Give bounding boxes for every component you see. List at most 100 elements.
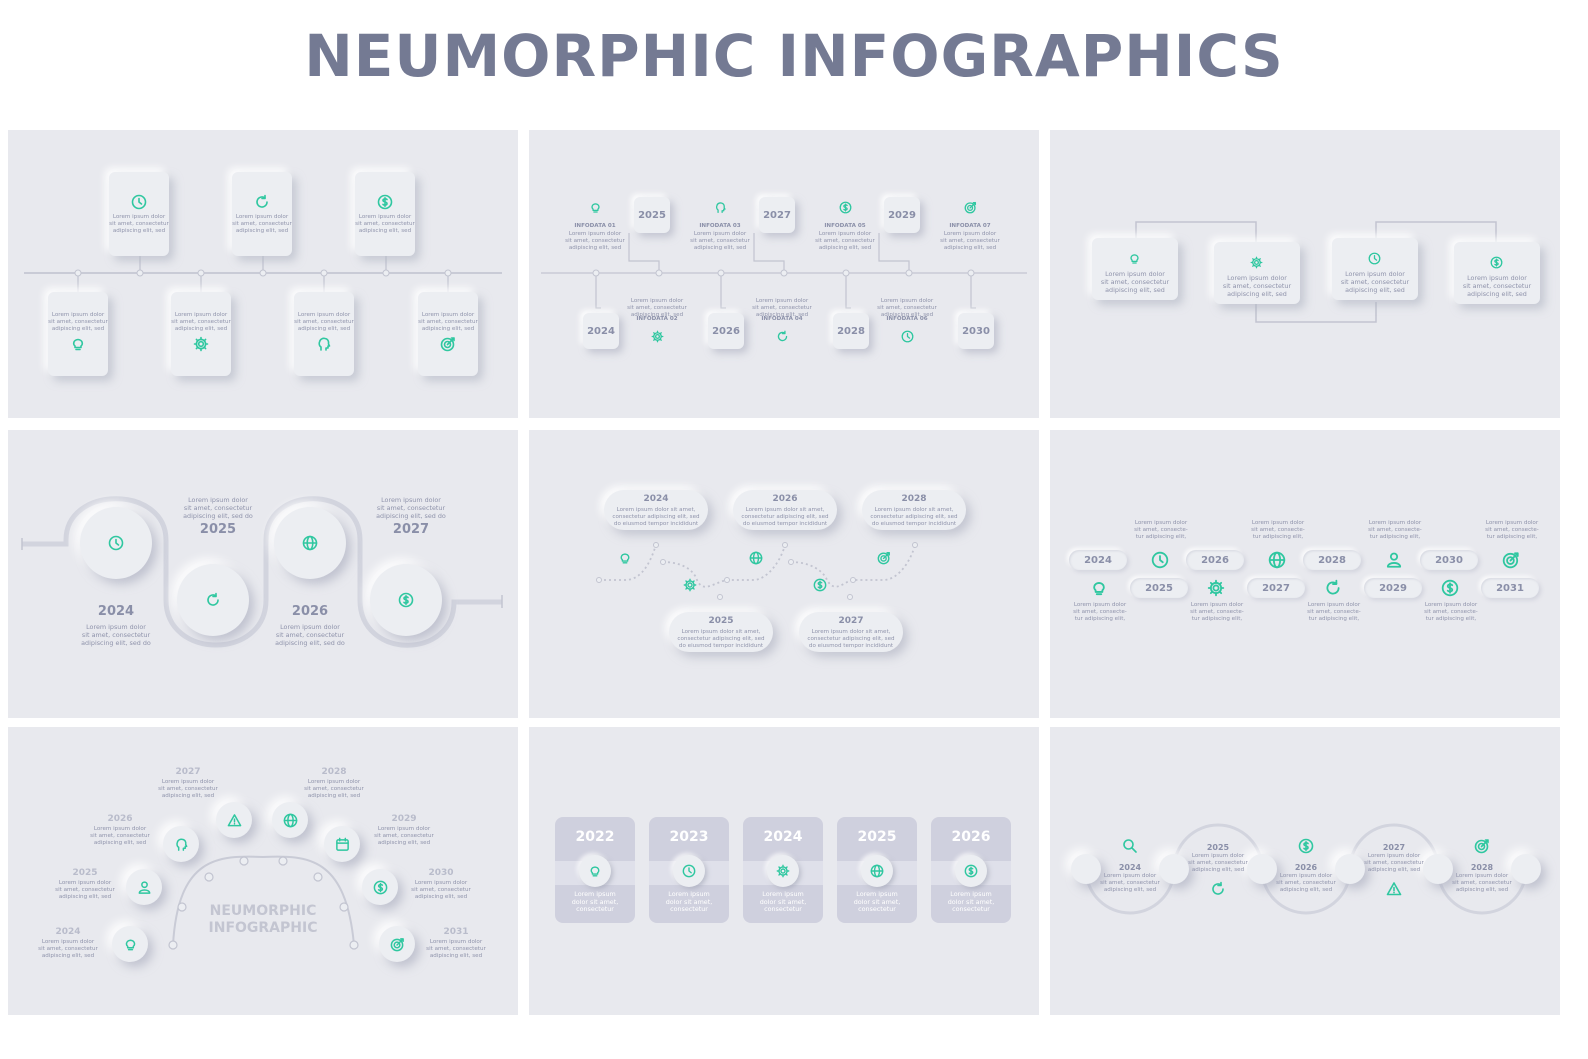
year-label: 2027 — [392, 522, 430, 537]
process-card[interactable] — [1214, 242, 1300, 304]
year-label: 2028 — [1470, 863, 1494, 872]
chain-node[interactable] — [1071, 854, 1101, 884]
infodata-label: INFODATA 03 — [699, 223, 741, 229]
year-pill[interactable]: 2025 — [1130, 578, 1188, 598]
chain-node[interactable] — [1247, 854, 1277, 884]
year-label: 2028 — [901, 494, 927, 504]
info-card[interactable] — [48, 292, 108, 376]
globe-icon — [870, 864, 884, 878]
year-box[interactable]: 2029 — [884, 197, 920, 233]
description-text: Lorem ipsum dolor sit amet,consectetur a… — [677, 629, 765, 649]
info-card[interactable] — [355, 172, 415, 256]
step-circle[interactable] — [80, 507, 152, 579]
info-card[interactable] — [232, 172, 292, 256]
chain-node[interactable] — [1511, 854, 1541, 884]
info-card[interactable] — [418, 292, 478, 376]
search-icon — [1122, 838, 1138, 854]
dollar-icon — [1298, 838, 1314, 854]
year-label: 2024 — [763, 829, 803, 845]
dollar-icon — [398, 592, 414, 608]
bulb-icon — [123, 937, 138, 952]
step-circle[interactable] — [274, 507, 346, 579]
year-box[interactable]: 2027 — [759, 197, 795, 233]
chain-node[interactable] — [1335, 854, 1365, 884]
year-label: 2022 — [575, 829, 615, 845]
process-card[interactable] — [1332, 238, 1418, 300]
year-pill[interactable]: 2028 — [1303, 550, 1361, 570]
year-pill[interactable]: 2024 — [1069, 550, 1127, 570]
step-circle[interactable] — [112, 926, 148, 962]
year-label: 2026 — [107, 814, 133, 824]
step-circle[interactable] — [379, 926, 415, 962]
year-pill[interactable] — [799, 612, 903, 652]
year-label: 2024 — [55, 927, 81, 937]
year-box[interactable]: 2025 — [634, 197, 670, 233]
dollar-icon — [373, 880, 388, 895]
bulb-icon — [588, 864, 602, 878]
year-box[interactable]: 2024 — [583, 313, 619, 349]
description-text: Lorem ipsum dolor sit amet,consectetur a… — [741, 507, 829, 527]
year-label: 2024 — [97, 604, 135, 619]
chain-node[interactable] — [1423, 854, 1453, 884]
globe-icon — [302, 535, 318, 551]
year-box[interactable]: 2026 — [708, 313, 744, 349]
year-pill[interactable]: 2031 — [1481, 578, 1539, 598]
year-pill[interactable]: 2026 — [1186, 550, 1244, 570]
step-circle[interactable] — [324, 826, 360, 862]
step-circle[interactable] — [362, 869, 398, 905]
year-pill[interactable]: 2030 — [1420, 550, 1478, 570]
description-text: Lorem ipsum dolor sit amet,consectetur a… — [807, 629, 895, 649]
year-pill[interactable] — [862, 490, 966, 530]
infodata-label: INFODATA 07 — [949, 223, 991, 229]
step-circle[interactable] — [370, 564, 442, 636]
step-circle[interactable] — [216, 802, 252, 838]
step-circle[interactable] — [272, 802, 308, 838]
year-pill[interactable] — [669, 612, 773, 652]
info-card[interactable] — [171, 292, 231, 376]
info-card[interactable] — [294, 292, 354, 376]
year-pill[interactable]: 2029 — [1364, 578, 1422, 598]
step-circle[interactable] — [177, 564, 249, 636]
process-card[interactable] — [1454, 242, 1540, 304]
step-circle[interactable] — [126, 869, 162, 905]
wave-path — [21, 496, 503, 648]
info-card[interactable] — [109, 172, 169, 256]
chain-node[interactable] — [1159, 854, 1189, 884]
clock-icon — [1151, 551, 1169, 569]
globe-icon — [283, 813, 298, 828]
clock-icon — [901, 330, 914, 343]
step-circle[interactable] — [163, 826, 199, 862]
year-pill[interactable] — [604, 490, 708, 530]
clock-icon — [682, 864, 696, 878]
year-box[interactable]: 2030 — [958, 313, 994, 349]
year-pill[interactable]: 2027 — [1247, 578, 1305, 598]
target-icon — [390, 937, 405, 952]
year-label: 2026 — [291, 604, 329, 619]
bulb-icon — [1090, 579, 1108, 597]
year-box[interactable]: 2028 — [833, 313, 869, 349]
clock-icon — [1368, 252, 1381, 265]
gear-icon — [651, 330, 664, 343]
process-card[interactable] — [1092, 238, 1178, 300]
target-icon — [1502, 551, 1520, 569]
refresh-icon — [1210, 881, 1226, 897]
year-pill[interactable] — [733, 490, 837, 530]
description-text: Lorem ipsum dolor sit amet,consectetur a… — [612, 507, 700, 527]
